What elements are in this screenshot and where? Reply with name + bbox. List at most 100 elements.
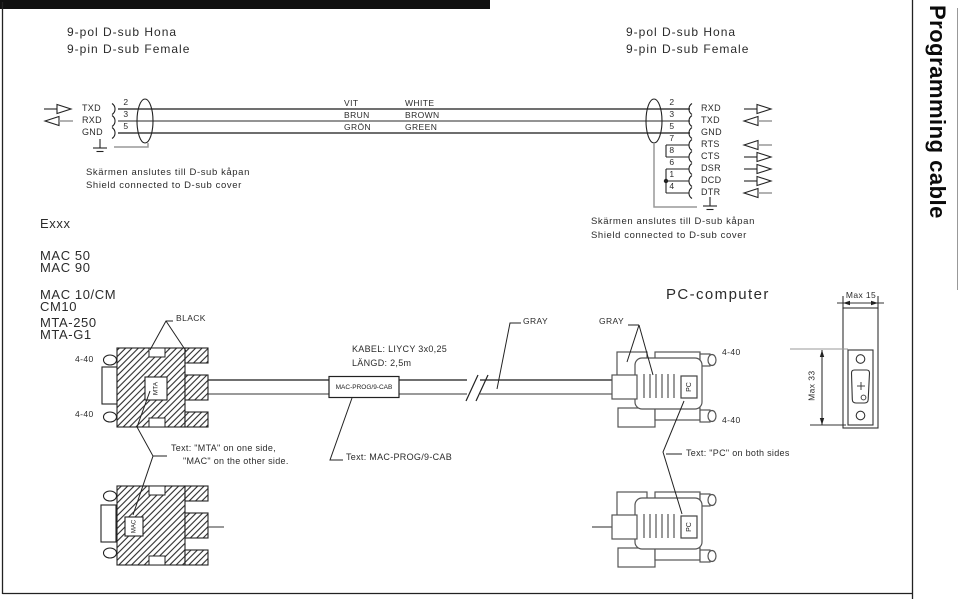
- cable-break-icon: [465, 374, 489, 402]
- txd-in-arrow-icon: [742, 115, 772, 127]
- screw-size-label: 4-40: [722, 415, 741, 425]
- left-connector-heading-sv: 9-pol D-sub Hona: [67, 25, 178, 39]
- left-pin-signal: RXD: [82, 115, 102, 125]
- device-label: CM10: [40, 299, 78, 314]
- dsub-cutout: [850, 369, 871, 404]
- txd-out-arrow-icon: [44, 103, 73, 115]
- thumbscrew: [707, 353, 717, 367]
- black-annotation: BLACK: [176, 313, 206, 323]
- device-label: MAC 90: [40, 260, 91, 275]
- right-pin-signal: TXD: [701, 115, 720, 125]
- gray-connector-leader: [626, 324, 654, 376]
- thumbscrew: [102, 354, 118, 366]
- device-label: MAC 10/CM: [40, 287, 117, 302]
- left-pin-signal: GND: [82, 127, 103, 137]
- wire-label-green: GREEN: [405, 122, 438, 132]
- cable-type-label: KABEL: LIYCY 3x0,25: [352, 344, 448, 354]
- shield-note-en: Shield connected to D-sub cover: [591, 230, 747, 241]
- left-connector-heading-en: 9-pin D-sub Female: [67, 42, 191, 56]
- device-label: Exxx: [40, 216, 71, 231]
- pc-marking-text: PC: [685, 522, 693, 532]
- wire-label-vit: VIT: [344, 98, 359, 108]
- black-leader: [149, 320, 187, 352]
- rxd-out-arrow-icon: [744, 103, 773, 115]
- right-pin-signal: DCD: [701, 175, 722, 185]
- wire-label-brown: BROWN: [405, 110, 440, 120]
- mac-marking-text: MAC: [131, 519, 137, 534]
- cable-boot: [184, 512, 209, 539]
- gray-annotation: GRAY: [523, 316, 549, 326]
- dsub-face: [100, 504, 117, 543]
- ground-icon-right: [703, 197, 717, 211]
- marking-plate: [124, 516, 144, 537]
- page-title: Programming cable: [925, 5, 950, 219]
- pc-marking-note: Text: "PC" on both sides: [686, 448, 790, 458]
- left-pin-number: 3: [123, 109, 129, 119]
- connector-outline: [842, 307, 879, 429]
- cable-tag-leader: [329, 397, 353, 461]
- device-label: MTA-250: [40, 315, 97, 330]
- dsub-face: [611, 514, 638, 540]
- right-pin-number: 2: [669, 97, 675, 107]
- screw-size-label: 4-40: [722, 347, 741, 357]
- shield-note-en: Shield connected to D-sub cover: [86, 180, 242, 191]
- right-pin-number: 5: [669, 121, 675, 131]
- ground-icon-left: [93, 139, 107, 153]
- width-dimension: [837, 296, 884, 309]
- mac-connector-bottom: [100, 485, 224, 566]
- marking-plate: [144, 376, 168, 401]
- mac-connector-top: [101, 347, 209, 428]
- right-pin-number: 6: [669, 157, 675, 167]
- signal-wires: [118, 108, 690, 134]
- jumper-6-1-4: [663, 168, 689, 194]
- top-black-bar: [0, 0, 490, 9]
- shield-note-sv: Skärmen anslutes till D-sub kåpan: [591, 216, 755, 227]
- grip-ridges: [643, 514, 675, 538]
- marking-plate: [680, 515, 698, 539]
- right-pin-signal: DSR: [701, 163, 721, 173]
- screw-size-label: 4-40: [75, 409, 94, 419]
- right-pin-signal: GND: [701, 127, 722, 137]
- rxd-in-arrow-icon: [43, 115, 73, 127]
- cts-out-arrow-icon: [744, 151, 773, 163]
- rts-in-arrow-icon: [742, 139, 772, 151]
- device-label: MAC 50: [40, 248, 91, 263]
- right-pin-signal: CTS: [701, 151, 720, 161]
- right-pin-signal: RXD: [701, 103, 721, 113]
- screw-hole: [855, 354, 866, 364]
- thumbscrew: [102, 490, 118, 502]
- connector-face: [847, 349, 874, 426]
- right-connector-heading-en: 9-pin D-sub Female: [626, 42, 750, 56]
- dcd-out-arrow-icon: [744, 175, 773, 187]
- thumbscrew: [102, 547, 118, 559]
- pc-marking-leader: [662, 400, 685, 515]
- right-pin-signal: DTR: [701, 187, 721, 197]
- shield-wire-left: [114, 143, 149, 148]
- pc-connector-bottom: [592, 491, 717, 568]
- dsub-face: [101, 366, 118, 405]
- cable-tag-note: Text: MAC-PROG/9-CAB: [346, 452, 453, 462]
- dtr-in-arrow-icon: [742, 187, 772, 199]
- cable-clamp-oval: [136, 98, 154, 144]
- jumper-7-8: [665, 144, 689, 158]
- right-pin-signal: RTS: [701, 139, 720, 149]
- screw-size-label: 4-40: [75, 354, 94, 364]
- dimension-width-label: Max 15: [845, 290, 877, 300]
- cable-tag-box: [328, 375, 400, 399]
- thumbscrew: [707, 549, 717, 563]
- cable: [208, 373, 613, 403]
- wire-label-brun: BRUN: [344, 110, 370, 120]
- shield-note-sv: Skärmen anslutes till D-sub kåpan: [86, 167, 250, 178]
- mta-marking-note-1: Text: "MTA" on one side,: [171, 443, 276, 453]
- mta-marking-note-2: "MAC" on the other side.: [183, 456, 289, 466]
- dimension-figure: [790, 296, 884, 429]
- thumbscrew: [707, 493, 717, 507]
- screw-hole: [855, 410, 866, 421]
- height-dimension: [790, 348, 848, 426]
- mta-marking-text: MTA: [152, 381, 160, 396]
- cable-tag-text: MAC-PROG/9-CAB: [335, 383, 393, 391]
- device-label: MTA-G1: [40, 327, 92, 342]
